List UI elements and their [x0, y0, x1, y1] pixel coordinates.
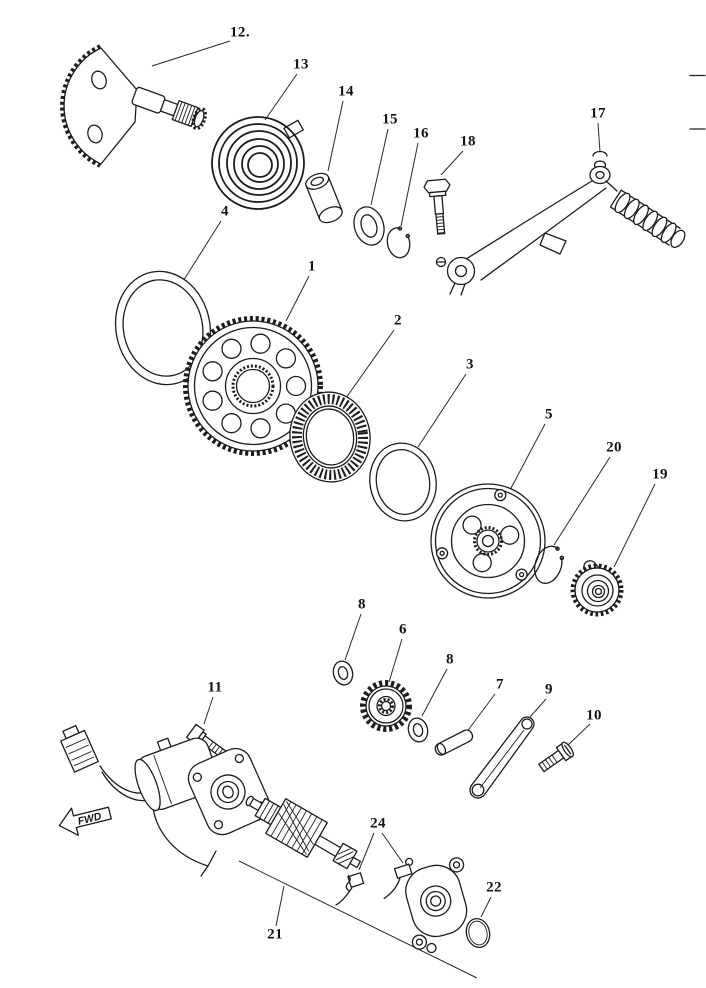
fwd-arrow-icon: FWD	[58, 806, 112, 836]
part-label-19: 19	[652, 466, 668, 483]
part-label-10: 10	[586, 707, 602, 724]
part-label-22: 22	[486, 879, 502, 896]
part-label-4: 4	[221, 203, 229, 220]
washer-8a	[332, 660, 354, 686]
one-way-clutch-bearing	[289, 391, 371, 483]
kick-lever	[435, 150, 686, 296]
part-label-9: 9	[545, 681, 553, 698]
armature	[245, 795, 362, 870]
kick-shaft-gear	[60, 44, 207, 168]
leader-line	[179, 220, 222, 287]
part-label-11: 11	[207, 679, 223, 696]
idler-arm-9	[469, 716, 535, 799]
end-cover	[405, 857, 468, 954]
part-label-20: 20	[606, 439, 622, 456]
washer-15	[353, 206, 385, 246]
leader-line	[400, 142, 419, 227]
circlip-16	[386, 226, 411, 259]
leader-line	[344, 613, 362, 661]
bolt-18	[423, 178, 451, 235]
part-label-1: 1	[308, 258, 316, 275]
leader-line	[381, 832, 404, 864]
screw-10	[538, 741, 574, 773]
part-label-12: 12.	[230, 24, 250, 41]
leader-line	[465, 693, 496, 734]
starter-clutch-gear	[183, 316, 323, 456]
spring-guide-bushing	[305, 172, 343, 224]
leader-line	[566, 723, 591, 747]
assembly-bracket-line	[238, 860, 478, 979]
starter-motor	[60, 724, 271, 877]
leader-line	[370, 128, 389, 206]
brush-set	[335, 857, 414, 906]
part-label-8a: 8	[358, 596, 366, 613]
leader-line	[553, 456, 611, 546]
part-label-13: 13	[293, 56, 309, 73]
leader-line	[264, 73, 298, 121]
o-ring-22	[465, 918, 491, 948]
leader-line	[285, 275, 310, 322]
part-label-3: 3	[466, 356, 474, 373]
part-label-21: 21	[267, 926, 283, 943]
leader-line	[417, 373, 467, 448]
part-label-7: 7	[496, 676, 504, 693]
part-label-18: 18	[460, 133, 476, 150]
circlip-20	[534, 545, 565, 584]
leader-line	[509, 423, 546, 491]
leader-line	[358, 832, 375, 871]
pin-7	[434, 729, 474, 756]
leader-lines	[151, 40, 656, 979]
torsion-spring-gear	[570, 560, 624, 617]
leader-line	[597, 122, 601, 153]
part-label-5: 5	[545, 406, 553, 423]
leader-line	[480, 896, 492, 918]
part-label-15: 15	[382, 111, 398, 128]
leader-line	[151, 40, 231, 67]
margin-ticks	[689, 74, 706, 130]
part-label-6: 6	[399, 621, 407, 638]
shim-ring-4	[114, 270, 212, 386]
part-label-8b: 8	[446, 651, 454, 668]
leader-line	[275, 885, 285, 927]
part-label-14: 14	[338, 83, 354, 100]
leader-line	[388, 638, 403, 683]
part-label-16: 16	[413, 125, 429, 142]
part-label-24: 24	[370, 815, 386, 832]
leader-line	[613, 483, 656, 568]
pinion-gear-6	[360, 680, 412, 732]
ring-3	[369, 442, 437, 522]
leader-line	[421, 668, 448, 717]
fwd-arrow-label: FWD	[77, 810, 104, 828]
part-label-17: 17	[590, 105, 606, 122]
starter-clutch-assembly	[430, 483, 546, 599]
leader-line	[440, 150, 464, 176]
leader-line	[345, 329, 395, 399]
part-label-2: 2	[394, 312, 402, 329]
leader-line	[203, 696, 214, 725]
wire-connector	[60, 724, 99, 773]
washer-8b	[407, 717, 429, 743]
leader-line	[529, 698, 547, 718]
leader-line	[327, 100, 344, 172]
kick-return-spring	[211, 116, 305, 210]
